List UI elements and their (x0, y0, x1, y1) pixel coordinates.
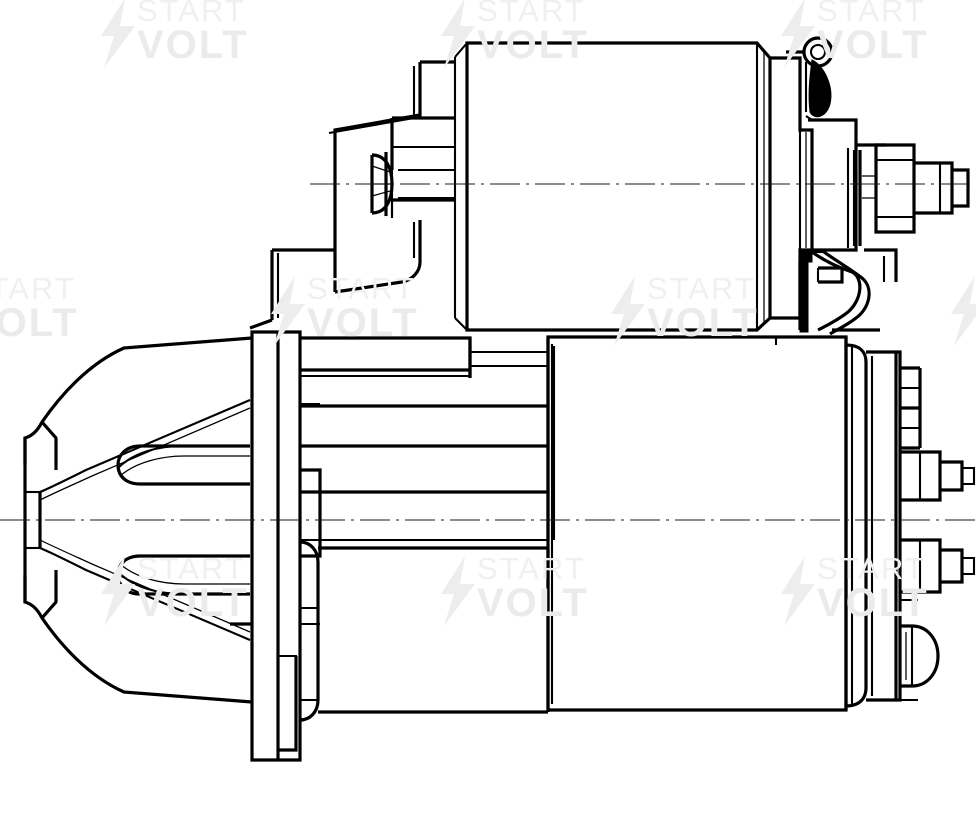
through-bolt-lower (900, 538, 976, 594)
solenoid-small-terminal (786, 36, 858, 145)
end-cap-dome (900, 624, 940, 688)
solenoid-assembly (249, 36, 976, 336)
solenoid-terminal-post (812, 143, 970, 252)
motor-yoke (546, 335, 854, 712)
field-strap (798, 248, 898, 336)
drive-housing-body (299, 336, 556, 722)
solenoid-bracket (249, 60, 455, 330)
through-bolt-upper (900, 450, 976, 502)
mounting-flange (230, 330, 322, 762)
commutator-end-cover (845, 343, 976, 708)
